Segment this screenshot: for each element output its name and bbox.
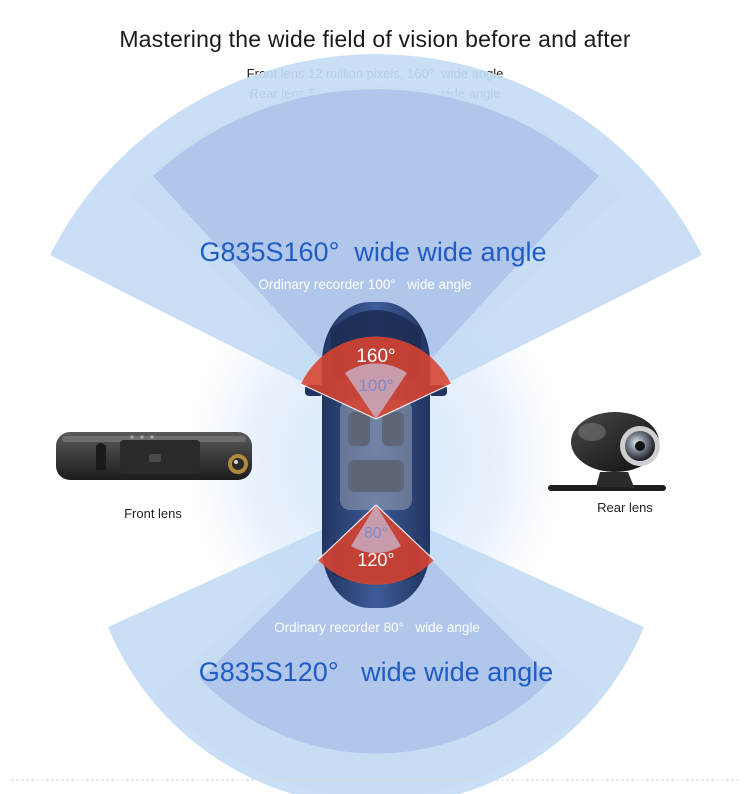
dotted-divider xyxy=(10,778,740,782)
rear-wide-angle-label: G835S120° wide wide angle xyxy=(199,657,554,687)
front-mirror-camera-device xyxy=(56,432,252,480)
front-wide-angle-label: G835S160° wide wide angle xyxy=(199,237,546,267)
rear-lens-caption: Rear lens xyxy=(597,500,653,515)
rear-backup-camera-device xyxy=(548,412,666,491)
view-rays xyxy=(300,383,452,561)
rear-angle-wedge-80 xyxy=(351,505,401,554)
rear-ordinary-label: Ordinary recorder 80° wide angle xyxy=(274,620,480,635)
rear-ordinary-fan-80 xyxy=(200,505,552,754)
front-ordinary-label: Ordinary recorder 100° wide angle xyxy=(258,277,471,292)
front-ordinary-fan-100 xyxy=(153,89,599,419)
front-angle-wedge-100 xyxy=(345,363,407,419)
front-angle-160-label: 160° xyxy=(356,346,395,367)
front-lens-caption: Front lens xyxy=(124,506,182,521)
rear-angle-120-label: 120° xyxy=(357,550,394,570)
front-angle-100-label: 100° xyxy=(358,376,393,395)
page-title: Mastering the wide field of vision befor… xyxy=(119,26,631,52)
rear-angle-80-label: 80° xyxy=(364,525,388,542)
